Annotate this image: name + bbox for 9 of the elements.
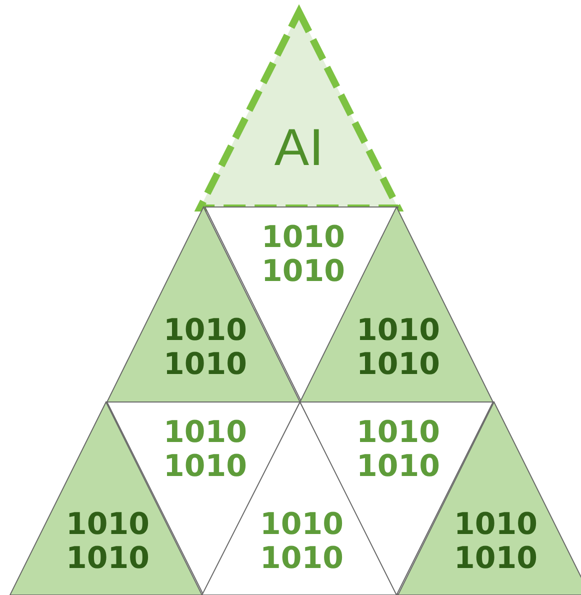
- binary-digits: 1010 1010: [260, 508, 340, 576]
- binary-digits: 1010 1010: [356, 314, 436, 382]
- binary-digits: 1010 1010: [66, 508, 146, 576]
- binary-digits: 1010 1010: [454, 508, 534, 576]
- binary-digits: 1010 1010: [356, 416, 436, 484]
- title-text: AI: [274, 120, 324, 176]
- binary-digits: 1010 1010: [164, 314, 244, 382]
- binary-digits: 1010 1010: [164, 416, 244, 484]
- binary-digits: 1010 1010: [262, 221, 342, 289]
